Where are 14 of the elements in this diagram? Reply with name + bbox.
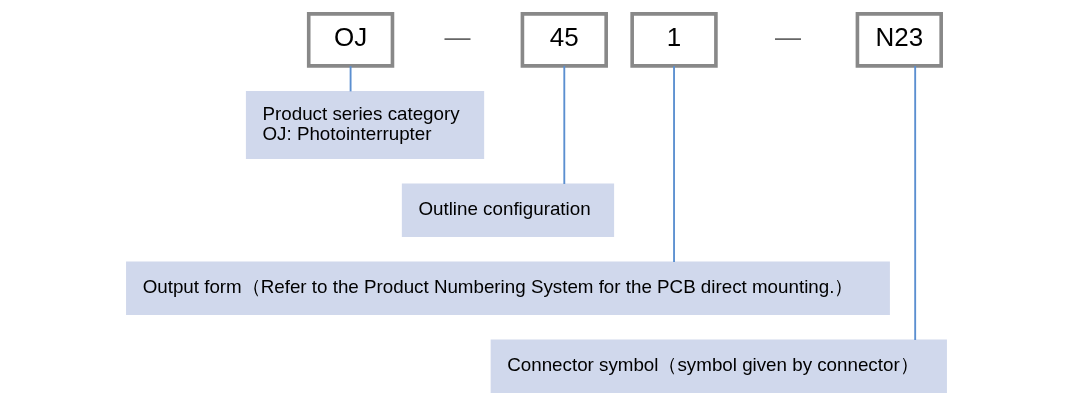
node-box: 45 — [520, 12, 608, 68]
node-box: N23 — [855, 12, 943, 68]
connector — [913, 65, 916, 341]
connector — [672, 65, 675, 264]
connector — [349, 65, 352, 93]
node-box: 1 — [629, 12, 718, 68]
node-box: Product series category OJ: Photointerrupter — [245, 91, 484, 159]
node-box: Output form（Refer to the Product Numbering System for the PCB direct mounting.） — [125, 261, 890, 315]
node-box: OJ — [306, 12, 394, 68]
node-box: Outline configuration — [401, 183, 614, 237]
node-box: Connector symbol（symbol given by connector） — [490, 339, 947, 393]
label: — — [774, 22, 801, 53]
connector — [562, 64, 565, 185]
label: — — [443, 22, 470, 53]
